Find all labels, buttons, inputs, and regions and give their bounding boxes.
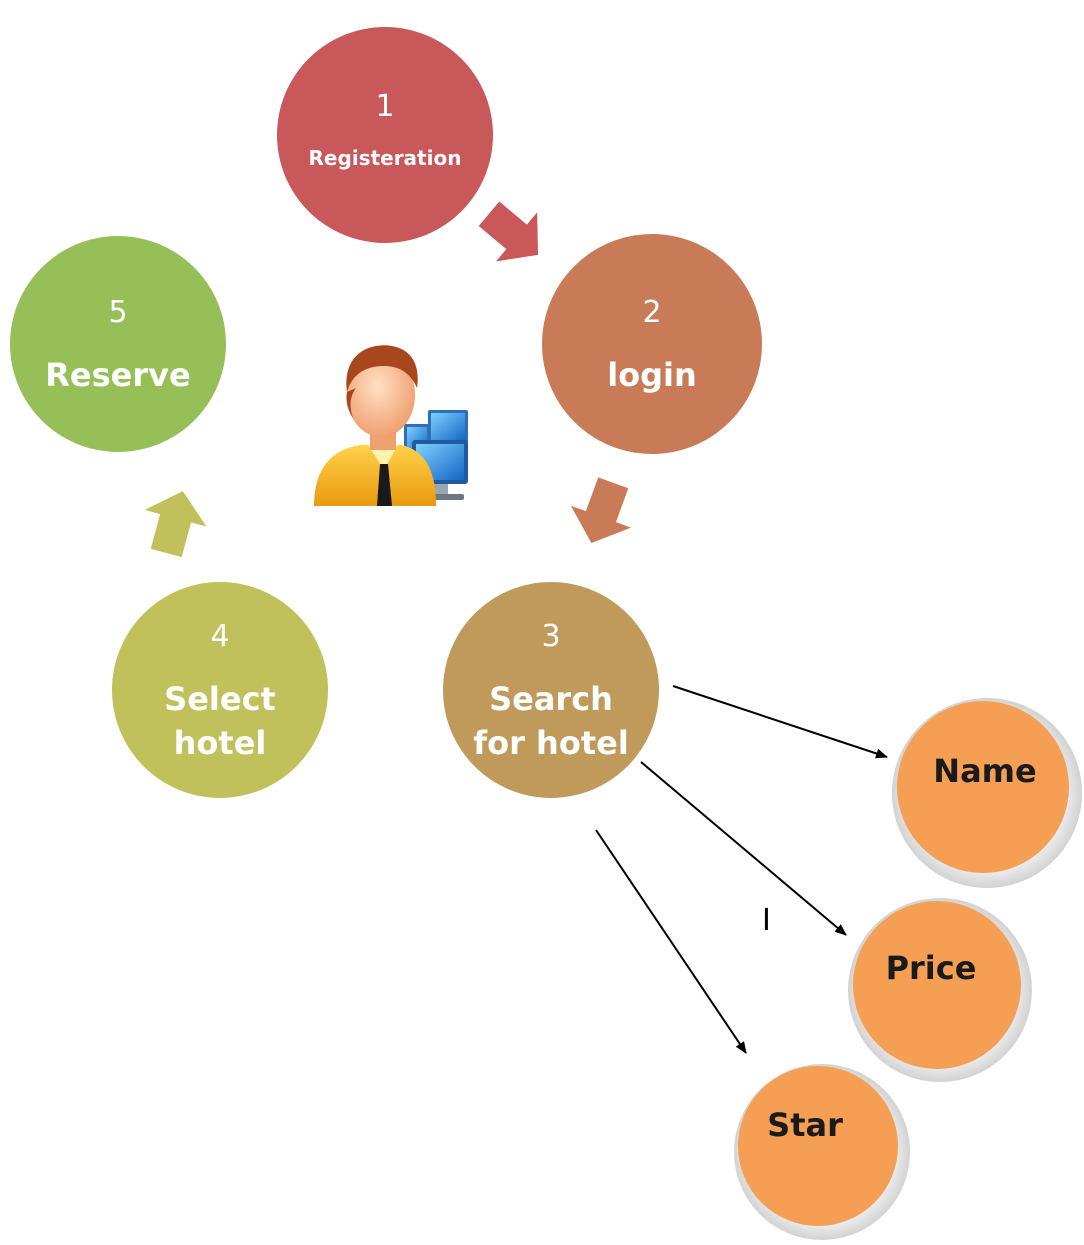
step-3-search: 3 Search for hotel: [443, 582, 659, 798]
criterion-star-label: Star: [767, 1106, 843, 1144]
step-5-label: Reserve: [45, 356, 190, 394]
step-1-registration: 1 Registeration: [277, 27, 493, 243]
step-5-reserve: 5 Reserve: [10, 236, 226, 452]
step-4-number: 4: [210, 619, 229, 654]
arrow-search-to-price: [640, 761, 847, 936]
user-at-computer-icon: [314, 345, 468, 506]
step-4-label-line2: hotel: [174, 724, 267, 762]
step-2-label: login: [607, 356, 697, 394]
step-1-circle: [277, 27, 493, 243]
criterion-name-label: Name: [933, 752, 1036, 790]
step-5-circle: [10, 236, 226, 452]
stray-text-mark: I: [762, 903, 771, 938]
step-2-number: 2: [642, 295, 661, 330]
arrow-search-to-name: [672, 685, 888, 759]
step-3-label-line1: Search: [489, 680, 613, 718]
criterion-star-circle: [738, 1066, 898, 1226]
step-5-number: 5: [108, 295, 127, 330]
arrow-1-to-2: [478, 201, 539, 262]
arrow-2-to-3: [570, 477, 632, 543]
step-3-label-line2: for hotel: [473, 724, 629, 762]
arrow-search-to-star: [595, 829, 747, 1054]
step-1-number: 1: [375, 89, 394, 124]
criterion-star: Star: [734, 1064, 910, 1240]
step-3-circle: [443, 582, 659, 798]
arrow-4-to-5: [144, 491, 207, 558]
step-1-label: Registeration: [309, 146, 462, 170]
step-2-circle: [542, 234, 762, 454]
step-4-label-line1: Select: [164, 680, 276, 718]
step-3-number: 3: [541, 619, 560, 654]
step-4-select: 4 Select hotel: [112, 582, 328, 798]
criterion-price-label: Price: [886, 949, 977, 987]
criterion-name: Name: [892, 698, 1082, 888]
criterion-name-circle: [897, 701, 1069, 873]
step-4-circle: [112, 582, 328, 798]
criterion-price-circle: [853, 901, 1021, 1069]
step-2-login: 2 login: [542, 234, 762, 454]
criterion-price: Price: [848, 898, 1032, 1082]
